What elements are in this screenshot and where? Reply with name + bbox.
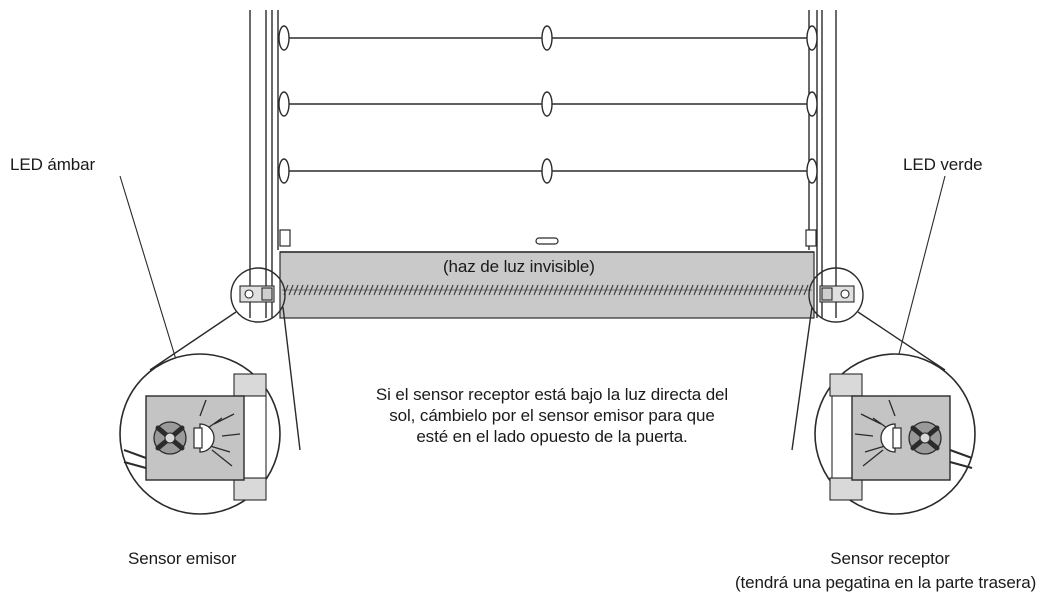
sunlight-note: Si el sensor receptor está bajo la luz d… xyxy=(312,384,792,447)
right-door-jamb xyxy=(808,10,837,318)
left-door-jamb xyxy=(249,10,279,318)
receiver-detail xyxy=(814,353,976,515)
door-panel-joints xyxy=(278,25,818,184)
right-sensor-small xyxy=(819,285,855,303)
magnifier-connectors xyxy=(149,306,946,451)
left-detail-ref-circle xyxy=(230,267,286,323)
receiver-label: Sensor receptor xyxy=(830,549,950,568)
right-detail-ref-circle xyxy=(808,267,864,323)
emitter-label: Sensor emisor xyxy=(128,549,237,568)
led-amber-label: LED ámbar xyxy=(10,155,96,174)
beam-label: (haz de luz invisible) xyxy=(443,257,595,276)
sunlight-note-line-1: Si el sensor receptor está bajo la luz d… xyxy=(375,385,729,404)
sunlight-note-line-3: esté en el lado opuesto de la puerta. xyxy=(416,427,688,446)
receiver-note: (tendrá una pegatina en la parte trasera… xyxy=(735,573,1037,592)
emitter-detail xyxy=(119,353,281,515)
left-sensor-small xyxy=(239,285,275,303)
beam-band xyxy=(279,251,815,319)
led-green-label: LED verde xyxy=(903,155,983,174)
door-bottom-fittings xyxy=(279,229,817,247)
sunlight-note-line-2: sol, cámbielo por el sensor emisor para … xyxy=(389,406,715,425)
